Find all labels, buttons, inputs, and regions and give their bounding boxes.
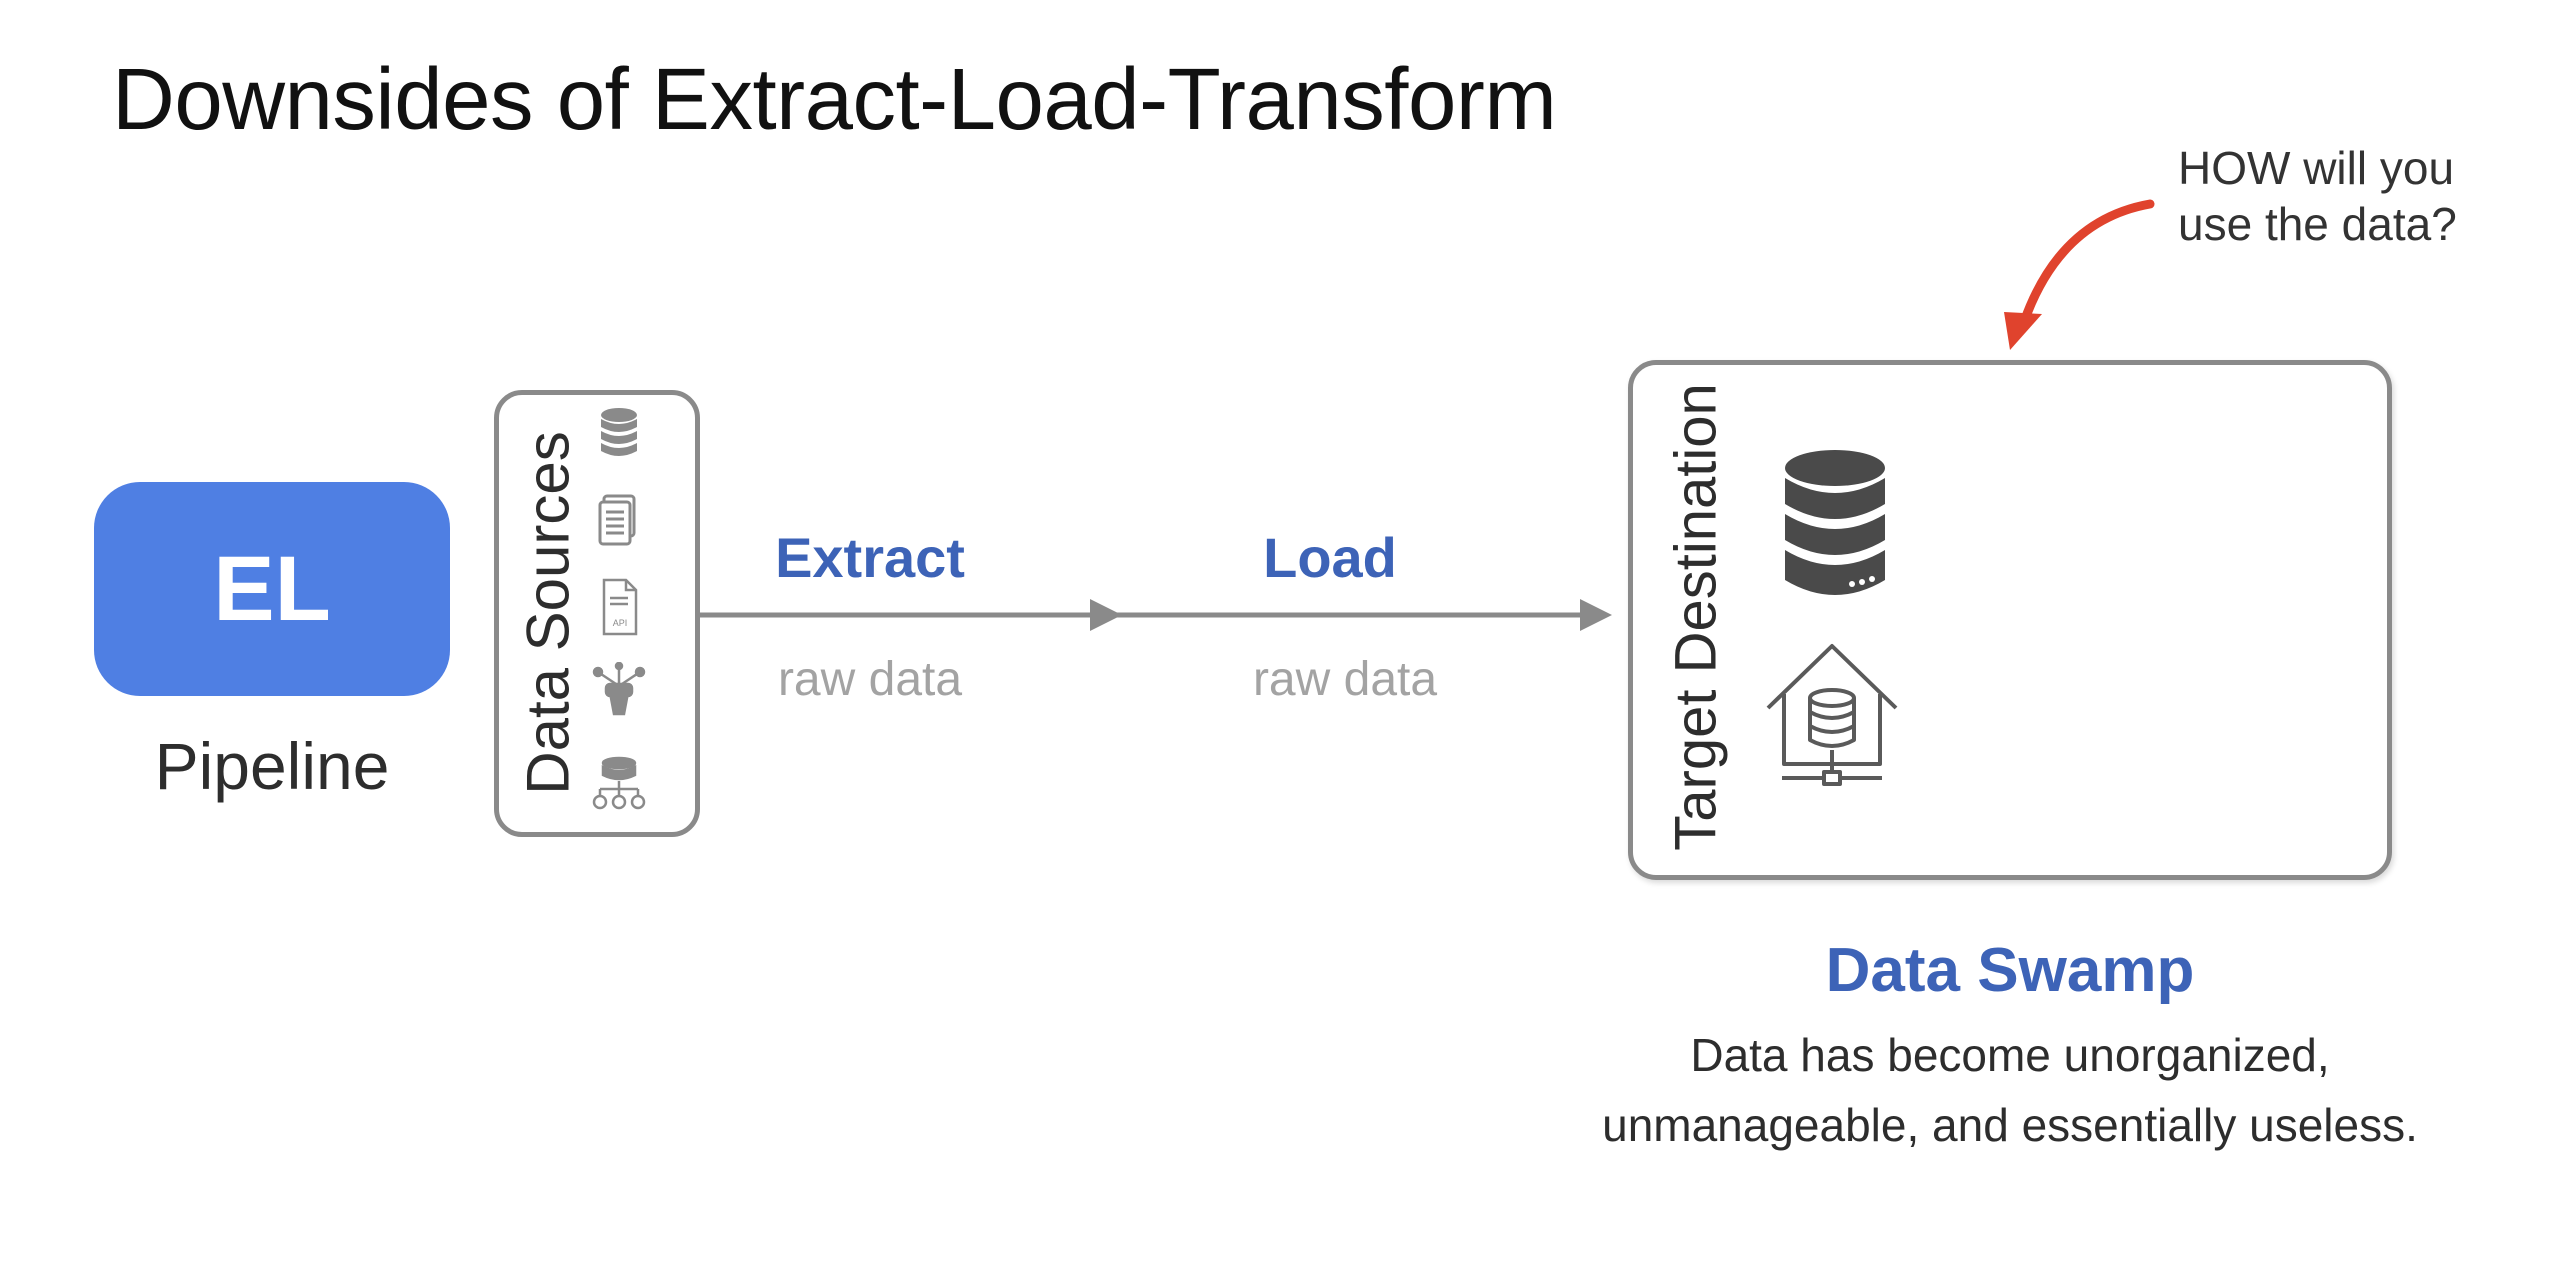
document-icon bbox=[598, 494, 636, 546]
data-sources-box bbox=[494, 390, 700, 837]
question-callout: HOW will you use the data? bbox=[2178, 140, 2457, 252]
slide-title: Downsides of Extract-Load-Transform bbox=[112, 51, 1557, 148]
question-line-1: HOW will you bbox=[2178, 142, 2455, 194]
hub-icon bbox=[592, 662, 646, 716]
target-destination-label: Target Destination bbox=[1663, 383, 1729, 851]
database-icon bbox=[601, 408, 637, 456]
target-destination-box bbox=[1628, 360, 2392, 880]
pipeline-label: Pipeline bbox=[154, 729, 390, 803]
data-swamp-title: Data Swamp bbox=[1825, 936, 2195, 1005]
question-line-2: use the data? bbox=[2178, 198, 2457, 250]
extract-label: Extract bbox=[775, 526, 965, 589]
load-arrow bbox=[1110, 599, 1612, 631]
data-warehouse-icon bbox=[1766, 644, 1898, 786]
data-sources-label: Data Sources bbox=[514, 431, 582, 795]
flow-arrows bbox=[700, 599, 1612, 631]
data-swamp-description: Data has become unorganized, unmanageabl… bbox=[1528, 1020, 2492, 1160]
svg-text:API: API bbox=[613, 618, 628, 628]
el-badge-label: EL bbox=[213, 537, 331, 640]
el-pipeline-badge: EL bbox=[94, 482, 450, 696]
extract-sublabel: raw data bbox=[777, 653, 963, 706]
extract-arrow bbox=[700, 599, 1122, 631]
load-sublabel: raw data bbox=[1252, 653, 1438, 706]
distributed-database-icon bbox=[592, 756, 646, 810]
swamp-description-line-2: unmanageable, and essentially useless. bbox=[1602, 1099, 2418, 1151]
api-file-icon: API bbox=[602, 578, 638, 636]
swamp-description-line-1: Data has become unorganized, bbox=[1690, 1029, 2330, 1081]
load-label: Load bbox=[1263, 526, 1397, 589]
red-curved-arrow bbox=[2004, 199, 2155, 350]
database-server-icon bbox=[1785, 450, 1885, 595]
